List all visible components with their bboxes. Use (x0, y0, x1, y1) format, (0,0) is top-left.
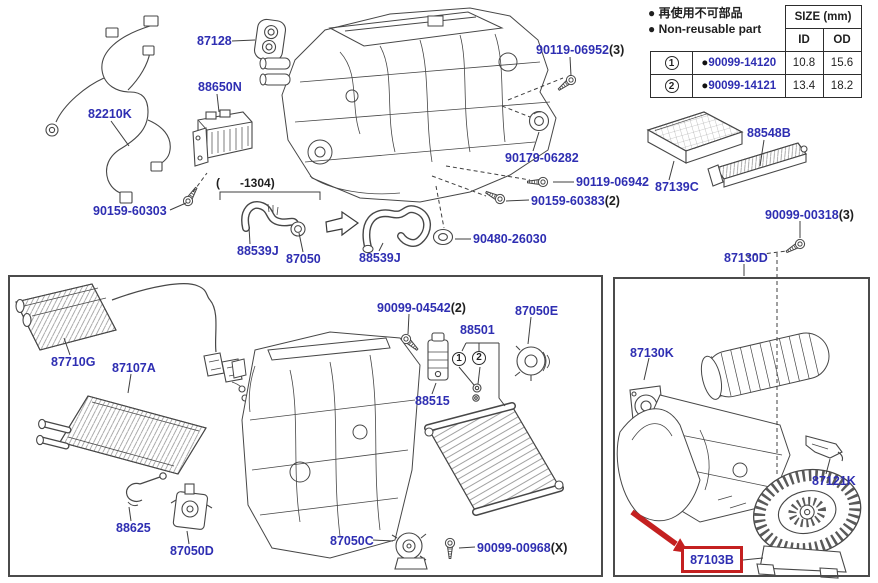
part-number-cell[interactable]: ●90099-14120 (692, 51, 786, 75)
callout-90159-60303[interactable]: 90159-60303 (93, 204, 167, 218)
callout-88515[interactable]: 88515 (415, 394, 450, 408)
screw-90119-06942-icon (527, 176, 549, 188)
size-table: SIZE (mm) ID OD 1 ●90099-14120 10.8 15.6… (650, 5, 862, 98)
non-reusable-legend: ● 再使用不可部品 ● Non-reusable part (648, 6, 761, 37)
callout-88539J-left[interactable]: 88539J (237, 244, 279, 258)
callout-87050C[interactable]: 87050C (330, 534, 374, 548)
size-table-row: 1 ●90099-14120 10.8 15.6 (650, 51, 862, 75)
callout-87128[interactable]: 87128 (197, 34, 232, 48)
part-number-cell[interactable]: ●90099-14121 (692, 74, 786, 98)
callout-90099-04542[interactable]: 90099-04542(2) (377, 301, 466, 315)
screw-90099-00318-icon (783, 237, 807, 257)
callout-87050D[interactable]: 87050D (170, 544, 214, 558)
ref-circle-1: 1 (664, 56, 679, 70)
callout-82210K[interactable]: 82210K (88, 107, 132, 121)
direction-arrow (325, 210, 360, 237)
wiring-harness-82210K-drawing (45, 15, 171, 204)
assembly-dashed-lines (192, 77, 788, 476)
callout-90179-06282[interactable]: 90179-06282 (505, 151, 579, 165)
oring-88501-drawing (472, 383, 482, 402)
clamp-88625-drawing (126, 472, 167, 507)
servo-87050D-drawing (170, 483, 213, 530)
callout-87121K[interactable]: 87121K (812, 474, 856, 488)
size-table-header: SIZE (mm) (784, 5, 862, 29)
size-table-row: 2 ●90099-14121 13.4 18.2 (650, 74, 862, 98)
connector-87128-drawing (253, 18, 287, 62)
grommet-90480-26030-drawing (432, 228, 454, 246)
diagram-ref-circle-2[interactable]: 2 (472, 351, 486, 365)
section-box-left (8, 275, 603, 577)
callout-88625[interactable]: 88625 (116, 521, 151, 535)
size-table-col-od: OD (822, 28, 862, 52)
leader-lines (63, 39, 831, 561)
blower-motor-87103B-drawing (752, 468, 862, 579)
callout-90480-26030[interactable]: 90480-26030 (473, 232, 547, 246)
ref-circle-2: 2 (664, 79, 679, 93)
right-case-drawing (616, 332, 830, 523)
range-note: ( -1304) (216, 176, 275, 190)
callout-87139C[interactable]: 87139C (655, 180, 699, 194)
hose-88539J-right-drawing (362, 205, 431, 254)
servo-87050C-drawing (391, 532, 428, 570)
legend-line-jp: ● 再使用不可部品 (648, 6, 743, 20)
amplifier-88650N-drawing (192, 109, 253, 167)
callout-87130D[interactable]: 87130D (724, 251, 768, 265)
diagram-ref-circle-1[interactable]: 1 (452, 352, 466, 366)
hvac-assembly-87050-drawing (259, 7, 557, 203)
servo-87050E-drawing (514, 345, 550, 381)
callout-88501[interactable]: 88501 (460, 323, 495, 337)
left-case-drawing (231, 331, 421, 559)
screw-90159-60383-icon (483, 187, 507, 206)
callout-88650N[interactable]: 88650N (198, 80, 242, 94)
callout-87050[interactable]: 87050 (286, 252, 321, 266)
hose-88539J-left-drawing (241, 201, 306, 237)
legend-line-en: ● Non-reusable part (648, 21, 762, 36)
callout-90099-00318[interactable]: 90099-00318(3) (765, 208, 854, 222)
callout-87710G[interactable]: 87710G (51, 355, 96, 369)
od-value: 15.6 (822, 51, 862, 75)
callout-88548B[interactable]: 88548B (747, 126, 791, 140)
grommet-90179-06282-drawing (528, 110, 550, 132)
callout-88539J-right[interactable]: 88539J (359, 251, 401, 265)
callout-87107A[interactable]: 87107A (112, 361, 156, 375)
section-box-right (613, 277, 870, 577)
id-value: 10.8 (784, 51, 824, 75)
bracket-87121K-drawing (805, 435, 844, 462)
od-value: 18.2 (822, 74, 862, 98)
valve-88515-drawing (427, 332, 449, 381)
callout-90159-60383[interactable]: 90159-60383(2) (531, 194, 620, 208)
screw-90119-06952-icon (555, 73, 578, 94)
size-table-col-id: ID (784, 28, 824, 52)
callout-87050E[interactable]: 87050E (515, 304, 559, 318)
callout-90119-06952[interactable]: 90119-06952(3) (536, 43, 625, 57)
highlight-box-87103B[interactable]: 87103B (681, 546, 743, 573)
callout-87130K[interactable]: 87130K (630, 346, 674, 360)
heater-pipes-87710G-drawing (15, 283, 249, 402)
evaporator-core-drawing (424, 402, 564, 516)
cabin-filter-87139C-drawing (646, 111, 744, 164)
heater-core-87107A-drawing (36, 395, 207, 475)
id-value: 13.4 (784, 74, 824, 98)
callout-90119-06942[interactable]: 90119-06942 (576, 175, 649, 189)
callout-90099-00968[interactable]: 90099-00968(X) (477, 541, 568, 555)
callout-87103B[interactable]: 87103B (690, 552, 734, 567)
